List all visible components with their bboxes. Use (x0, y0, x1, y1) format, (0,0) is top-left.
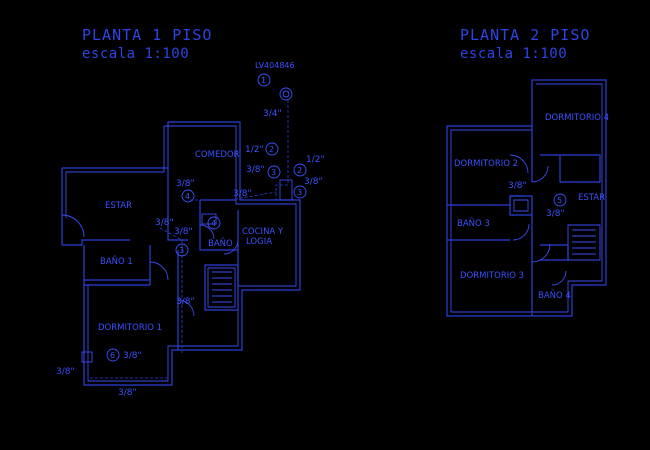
dim-3-8-c: 3/8" (176, 179, 195, 189)
svg-text:6: 6 (110, 351, 115, 360)
marker-6: 6 (106, 348, 120, 362)
marker-1: 1 (257, 73, 271, 87)
dim-3-8-h: 3/8" (123, 351, 142, 361)
svg-text:2: 2 (269, 145, 274, 154)
marker-2b: 2 (293, 163, 307, 177)
dim-3-4: 3/4" (263, 109, 282, 119)
dim-f2-3-8-a: 3/8" (508, 181, 527, 191)
marker-4a: 4 (181, 189, 195, 203)
room-dormitorio-1: DORMITORIO 1 (98, 323, 162, 333)
svg-text:1: 1 (261, 76, 266, 85)
dim-3-8-b: 3/8" (304, 177, 323, 187)
room-cocina: COCINA Y (242, 227, 284, 237)
dim-3-8-i: 3/8" (56, 367, 75, 377)
dim-3-8-d: 3/8" (233, 189, 252, 199)
svg-text:5: 5 (557, 196, 562, 205)
dim-1-2-a: 1/2" (245, 145, 264, 155)
marker-5: 5 (553, 193, 567, 207)
room-bano-3: BAÑO 3 (457, 218, 490, 229)
floor1-plan: LV404846 1 2 3 2 3 4 4 3 6 COMEDOR ESTAR… (56, 61, 325, 398)
room-bano: BAÑO (208, 238, 233, 249)
dim-f2-3-8-b: 3/8" (546, 209, 565, 219)
room-estar-2: ESTAR (578, 193, 605, 203)
svg-text:2: 2 (297, 166, 302, 175)
room-comedor: COMEDOR (195, 150, 240, 160)
room-dormitorio-4: DORMITORIO 4 (545, 113, 609, 123)
svg-text:4: 4 (211, 219, 216, 228)
room-bano-1: BAÑO 1 (100, 256, 133, 267)
marker-3c: 3 (175, 243, 189, 257)
room-bano-4: BAÑO 4 (538, 290, 571, 301)
dim-3-8-j: 3/8" (118, 388, 137, 398)
svg-text:4: 4 (185, 192, 190, 201)
floor1-scale: escala 1:100 (82, 46, 189, 62)
room-estar-1: ESTAR (105, 201, 132, 211)
svg-text:3: 3 (179, 246, 184, 255)
marker-3b: 3 (293, 185, 307, 199)
dim-3-8-e: 3/8" (155, 218, 174, 228)
room-dormitorio-2: DORMITORIO 2 (454, 159, 518, 169)
dim-1-2-b: 1/2" (306, 155, 325, 165)
room-dormitorio-3: DORMITORIO 3 (460, 271, 524, 281)
dim-3-8-f: 3/8" (174, 227, 193, 237)
dim-3-8-a: 3/8" (246, 165, 265, 175)
marker-2a: 2 (265, 142, 279, 156)
marker-4b: 4 (207, 216, 221, 230)
dim-3-8-g: 3/8" (176, 297, 195, 307)
svg-text:3: 3 (271, 168, 276, 177)
floor1-title: PLANTA 1 PISO (82, 26, 212, 44)
meter-code: LV404846 (255, 61, 295, 70)
svg-text:3: 3 (297, 188, 302, 197)
floor2-scale: escala 1:100 (460, 46, 567, 62)
marker-3a: 3 (267, 165, 281, 179)
floor2-title: PLANTA 2 PISO (460, 26, 590, 44)
room-logia: LOGIA (246, 237, 272, 247)
floor2-plan: 5 DORMITORIO 4 DORMITORIO 2 ESTAR BAÑO 3… (446, 79, 609, 317)
